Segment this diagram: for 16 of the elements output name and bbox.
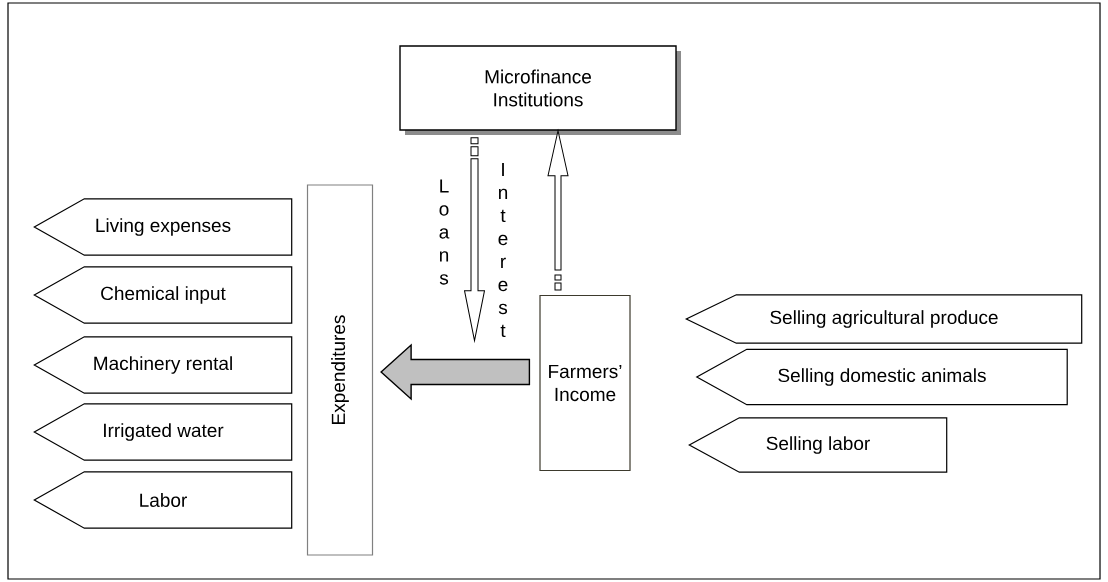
pentagon-arrow-box: Labor <box>33 471 293 529</box>
expenditure-box: Expenditures <box>306 184 374 556</box>
edge-label: Interest <box>498 162 508 338</box>
block-arrow <box>464 137 485 342</box>
institution-box: Microfinance Institutions <box>399 45 681 135</box>
pentagon-arrow-box: Selling agricultural produce <box>684 294 1083 344</box>
pentagon-arrow-box: Machinery rental <box>33 336 293 394</box>
income-box: Farmers’ Income <box>539 294 631 472</box>
pentagon-arrow-box: Living expenses <box>33 198 293 256</box>
pentagon-arrow-box: Chemical input <box>33 266 293 324</box>
pentagon-arrow-box: Selling labor <box>688 417 948 473</box>
pentagon-arrow-box: Irrigated water <box>33 403 293 461</box>
block-arrow <box>380 343 531 401</box>
pentagon-arrow-box: Selling domestic animals <box>695 348 1068 406</box>
edge-label: Loans <box>439 179 450 285</box>
block-arrow <box>547 130 569 291</box>
